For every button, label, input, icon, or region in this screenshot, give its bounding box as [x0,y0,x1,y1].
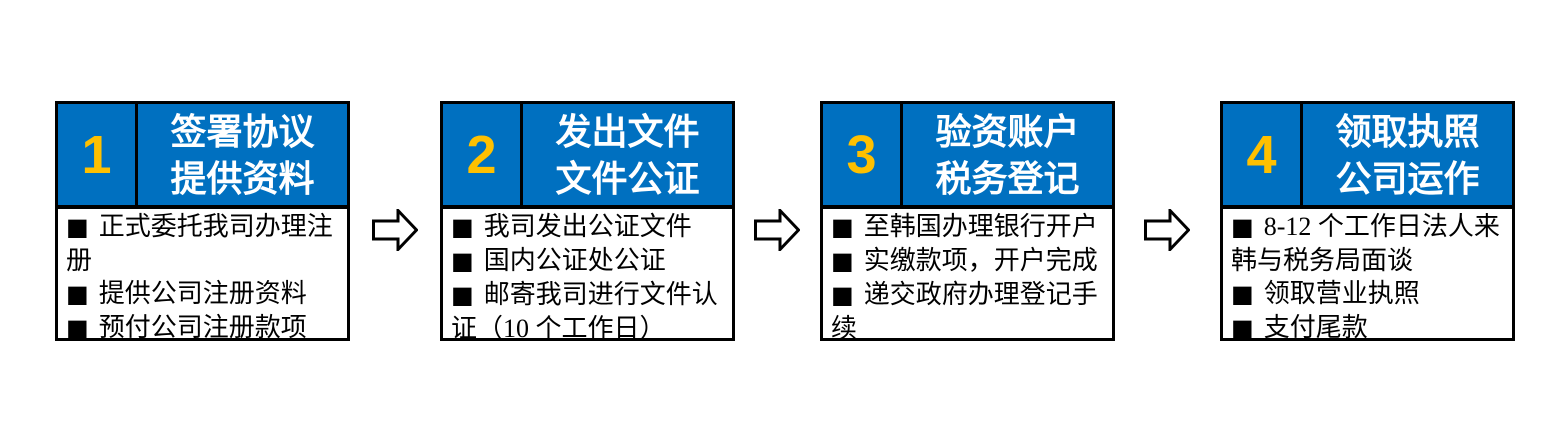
bullet-text: 递交政府办理登记手续 [831,280,1098,343]
bullet-item: ■ 提供公司注册资料 [66,277,345,311]
step-2-header: 2 发出文件 文件公证 [440,101,735,207]
step-1-number-cell: 1 [58,104,138,205]
title-line: 验资账户 [935,110,1080,152]
bullet-text: 正式委托我司办理注册 [66,212,333,275]
bullet-text: 我司发出公证文件 [483,212,692,241]
bullet-square-icon: ■ [831,247,854,275]
step-number: 2 [466,124,497,185]
step-4-header: 4 领取执照 公司运作 [1220,101,1515,207]
bullet-item: ■ 领取营业执照 [1231,277,1510,311]
bullet-square-icon: ■ [451,281,474,309]
title-line: 税务登记 [935,157,1080,199]
bullet-square-icon: ■ [451,247,474,275]
bullet-text: 邮寄我司进行文件认证（10 个工作日） [451,280,718,343]
bullet-item: ■邮寄我司进行文件认证（10 个工作日） [451,278,730,345]
bullet-text: 8-12 个工作日法人来韩与税务局面谈 [1231,212,1500,275]
bullet-square-icon: ■ [831,281,854,309]
step-3-header: 3 验资账户 税务登记 [820,101,1115,207]
bullet-text: 领取营业执照 [1263,279,1420,308]
title-line: 公司运作 [1335,157,1480,199]
right-arrow-icon [754,209,800,251]
bullet-square-icon: ■ [1231,280,1254,308]
bullet-text: 国内公证处公证 [483,246,666,275]
step-1-details: ■正式委托我司办理注册 ■提供公司注册资料 ■预付公司注册款项 [55,207,350,342]
bullet-square-icon: ■ [1231,314,1254,342]
step-1-title: 签署协议 提供资料 [138,104,347,205]
bullet-text: 至韩国办理银行开户 [863,212,1098,241]
bullet-text: 预付公司注册款项 [98,313,307,342]
step-1-header: 1 签署协议 提供资料 [55,101,350,207]
title-line: 文件公证 [555,157,700,199]
title-line: 签署协议 [170,110,315,152]
bullet-item: ■ 预付公司注册款项 [66,311,345,345]
step-2-number-cell: 2 [443,104,523,205]
bullet-square-icon: ■ [1231,213,1254,241]
title-line: 领取执照 [1335,110,1480,152]
step-4-title: 领取执照 公司运作 [1303,104,1512,205]
step-number: 1 [81,124,112,185]
bullet-item: ■8-12 个工作日法人来韩与税务局面谈 [1231,210,1510,277]
step-number: 4 [1246,124,1277,185]
bullet-square-icon: ■ [66,213,89,241]
right-arrow-icon [372,209,418,251]
bullet-square-icon: ■ [831,213,854,241]
bullet-item: ■正式委托我司办理注册 [66,210,345,277]
step-4-details: ■8-12 个工作日法人来韩与税务局面谈 ■领取营业执照 ■支付尾款 [1220,207,1515,342]
title-line: 发出文件 [555,110,700,152]
step-4-card: 4 领取执照 公司运作 ■8-12 个工作日法人来韩与税务局面谈 ■领取营业执照… [1220,101,1515,342]
step-1-card: 1 签署协议 提供资料 ■正式委托我司办理注册 ■提供公司注册资料 ■预付公司注… [55,101,350,342]
title-line: 提供资料 [170,157,315,199]
step-3-title: 验资账户 税务登记 [903,104,1112,205]
step-2-card: 2 发出文件 文件公证 ■我司发出公证文件 ■国内公证处公证 ■邮寄我司进行文件… [440,101,735,343]
bullet-item: ■ 我司发出公证文件 [451,210,730,244]
bullet-item: ■递交政府办理登记手续 [831,278,1110,345]
step-number: 3 [846,124,877,185]
bullet-text: 支付尾款 [1263,313,1368,342]
step-2-title: 发出文件 文件公证 [523,104,732,205]
bullet-text: 实缴款项，开户完成 [863,246,1098,275]
bullet-item: ■ 支付尾款 [1231,311,1510,345]
step-3-details: ■至韩国办理银行开户 ■实缴款项，开户完成 ■递交政府办理登记手续 [820,207,1115,343]
step-3-number-cell: 3 [823,104,903,205]
bullet-item: ■ 国内公证处公证 [451,244,730,278]
bullet-square-icon: ■ [66,280,89,308]
bullet-square-icon: ■ [66,314,89,342]
bullet-item: ■ 至韩国办理银行开户 [831,210,1110,244]
step-4-number-cell: 4 [1223,104,1303,205]
step-2-details: ■我司发出公证文件 ■国内公证处公证 ■邮寄我司进行文件认证（10 个工作日） [440,207,735,343]
bullet-square-icon: ■ [451,213,474,241]
step-3-card: 3 验资账户 税务登记 ■至韩国办理银行开户 ■实缴款项，开户完成 ■递交政府办… [820,101,1115,343]
right-arrow-icon [1144,209,1190,251]
bullet-text: 提供公司注册资料 [98,279,307,308]
bullet-item: ■ 实缴款项，开户完成 [831,244,1110,278]
